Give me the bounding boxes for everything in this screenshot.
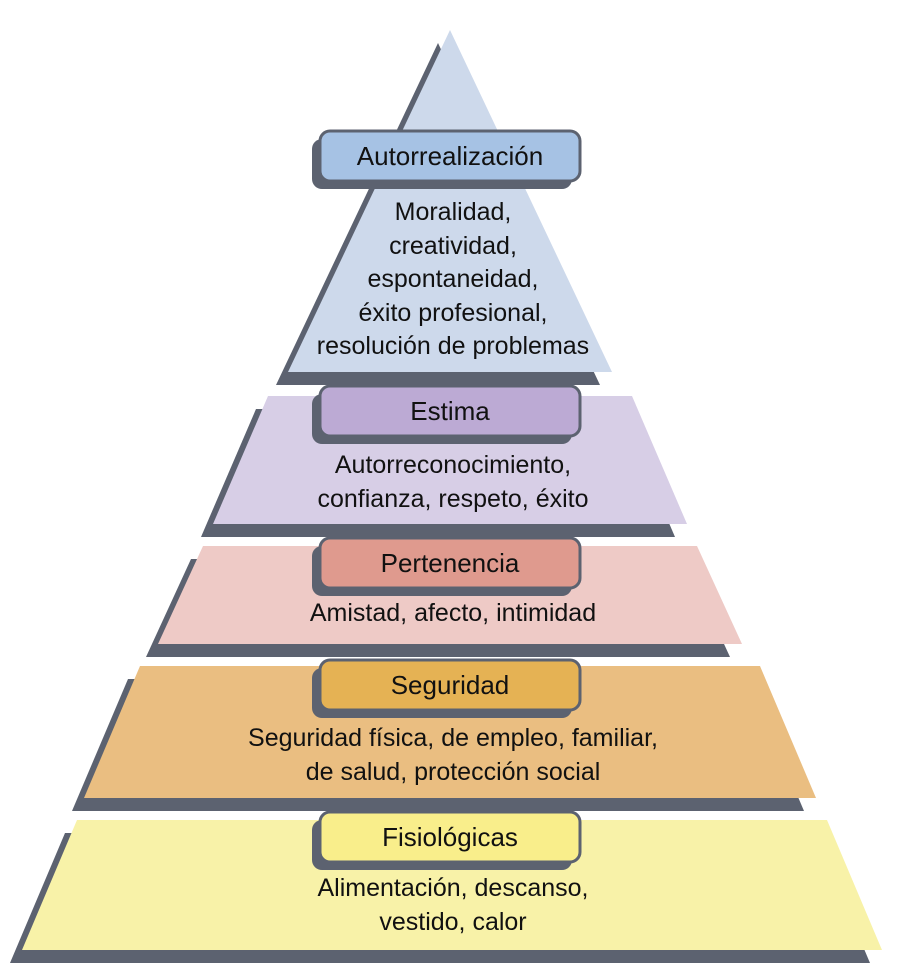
- level-4-badge: [318, 658, 582, 712]
- level-5-description: Alimentación, descanso, vestido, calor: [317, 874, 589, 936]
- level-1-badge: [318, 129, 582, 183]
- level-4-shape: [84, 666, 816, 798]
- level-4-description: Seguridad física, de empleo, familiar, d…: [248, 724, 658, 786]
- level-5-badge-label: Fisiológicas: [382, 821, 518, 852]
- level-1-badge-label: Autorrealización: [356, 140, 544, 171]
- level-5-shape: [22, 820, 882, 950]
- level-5-badge: [318, 810, 582, 864]
- level-2-badge-label: Estima: [410, 395, 490, 426]
- level-3-badge-label: Pertenencia: [380, 547, 520, 578]
- level-1-description: Moralidad, creatividad, espontaneidad, é…: [316, 198, 590, 360]
- level-4-badge-label: Seguridad: [390, 669, 510, 700]
- level-3-badge: [318, 536, 582, 590]
- level-3-description: Amistad, afecto, intimidad: [309, 599, 597, 627]
- level-2-badge: [318, 384, 582, 438]
- level-2-description: Autorreconocimiento, confianza, respeto,…: [317, 451, 589, 513]
- level-1-shape: [288, 30, 612, 372]
